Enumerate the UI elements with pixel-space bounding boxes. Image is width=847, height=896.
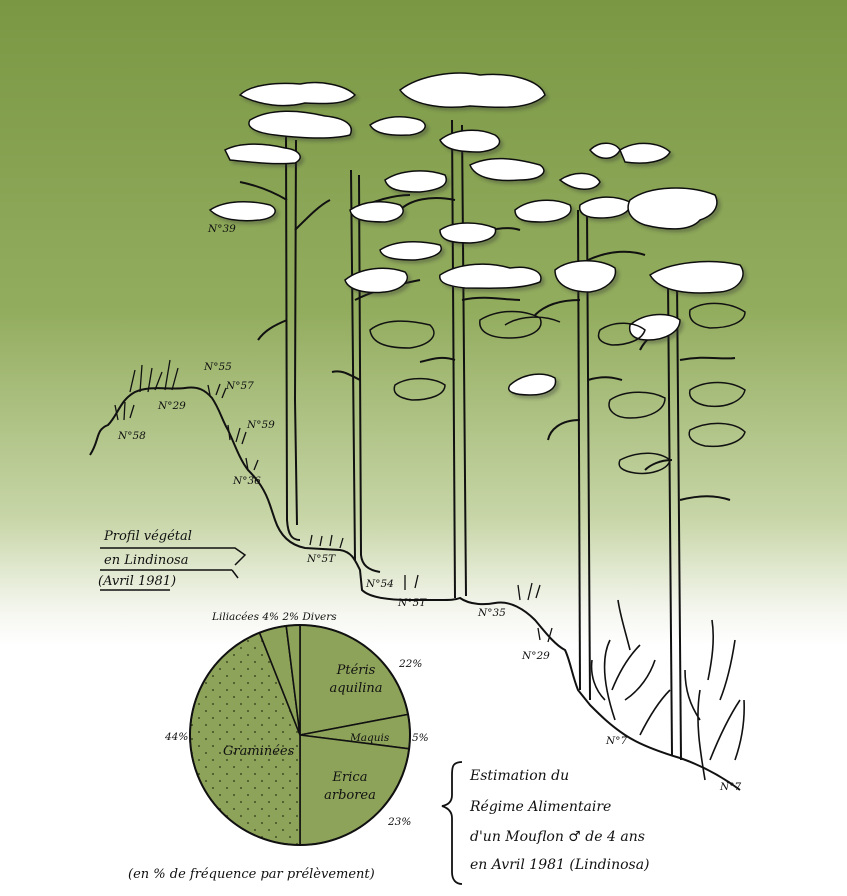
pie-footnote: (en % de fréquence par prélèvement) bbox=[128, 867, 375, 882]
sample-label-n54: N°54 bbox=[366, 578, 394, 590]
pie-top-legend: Liliacées 4% 2% Divers bbox=[212, 611, 337, 623]
sample-label-n7b: N°7 bbox=[720, 781, 741, 793]
sample-label-n35: N°35 bbox=[478, 607, 506, 619]
sample-label-n58: N°58 bbox=[118, 430, 146, 442]
profile-caption-line2: en Lindinosa bbox=[104, 553, 188, 568]
pie-value-maquis: 5% bbox=[412, 732, 429, 744]
pie-label-erica: Erica arborea bbox=[320, 769, 380, 805]
profile-caption-line3: (Avril 1981) bbox=[98, 574, 176, 589]
sample-label-n55: N°55 bbox=[204, 361, 232, 373]
pie-label-graminees: Graminées bbox=[223, 744, 294, 759]
pie-value-erica: 23% bbox=[388, 816, 411, 828]
pie-label-pteris: Ptéris aquilina bbox=[326, 662, 386, 698]
estimation-caption-line1: Estimation du bbox=[470, 768, 569, 784]
sample-label-n7a: N°7 bbox=[606, 735, 627, 747]
sample-label-n5t-b: N°5T bbox=[398, 597, 426, 609]
profile-caption-line1: Profil végétal bbox=[104, 529, 192, 544]
pie-value-graminees: 44% bbox=[165, 731, 188, 743]
estimation-caption-line3: d'un Mouflon ♂ de 4 ans bbox=[470, 829, 645, 845]
sample-label-n59: N°59 bbox=[247, 419, 275, 431]
estimation-caption-line2: Régime Alimentaire bbox=[470, 799, 611, 815]
sample-label-n29a: N°29 bbox=[158, 400, 186, 412]
estimation-caption-line4: en Avril 1981 (Lindinosa) bbox=[470, 857, 650, 873]
sample-label-n36: N°36 bbox=[233, 475, 261, 487]
pie-value-pteris: 22% bbox=[399, 658, 422, 670]
sample-label-n5t-a: N°5T bbox=[307, 553, 335, 565]
pie-label-maquis: Maquis bbox=[350, 732, 389, 744]
sample-label-n39: N°39 bbox=[208, 223, 236, 235]
sample-label-n29b: N°29 bbox=[522, 650, 550, 662]
sample-label-n57: N°57 bbox=[226, 380, 254, 392]
